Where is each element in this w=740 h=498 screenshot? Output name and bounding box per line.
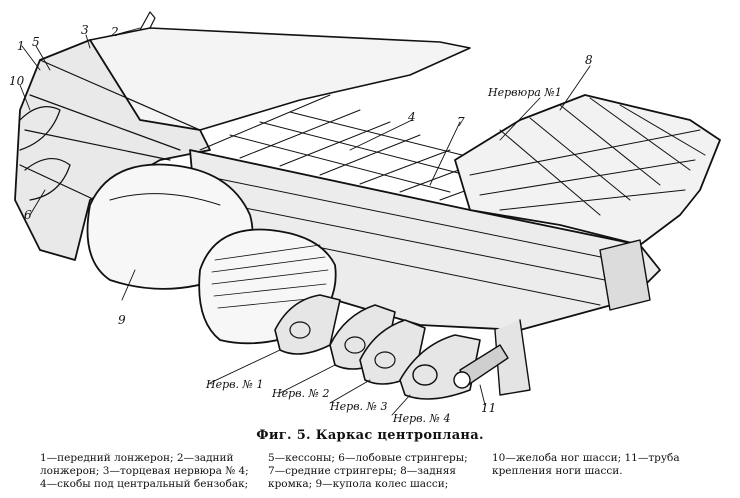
label-rib-no1-top: Нервюра №1 bbox=[487, 86, 562, 99]
legend-line: кромка; 9—купола колес шасси; bbox=[268, 478, 449, 490]
callout-10: 10 bbox=[9, 74, 25, 88]
callout-4: 4 bbox=[407, 110, 416, 124]
label-rib-3: Нерв. № 3 bbox=[329, 400, 387, 413]
legend-line: 5—кессоны; 6—лобовые стрингеры; bbox=[268, 452, 468, 464]
label-rib-1: Нерв. № 1 bbox=[205, 378, 263, 391]
callout-6: 6 bbox=[24, 208, 32, 222]
callout-2: 2 bbox=[110, 25, 119, 39]
callout-7: 7 bbox=[457, 115, 465, 129]
legend-line: 10—желоба ног шасси; 11—труба bbox=[492, 452, 680, 464]
legend-line: 1—передний лонжерон; 2—задний bbox=[40, 452, 234, 464]
callout-9: 9 bbox=[118, 313, 126, 327]
callout-3: 3 bbox=[81, 23, 89, 37]
legend-column-1: 1—передний лонжерон; 2—задний лонжерон; … bbox=[40, 452, 249, 491]
callout-8: 8 bbox=[585, 53, 593, 67]
label-rib-2: Нерв. № 2 bbox=[271, 387, 329, 400]
callout-1: 1 bbox=[17, 39, 25, 53]
figure-caption: Фиг. 5. Каркас центроплана. bbox=[256, 428, 484, 443]
legend-line: 7—средние стрингеры; 8—задняя bbox=[268, 465, 456, 477]
left-end-structure bbox=[14, 39, 211, 261]
wing-center-section-drawing: 1 5 3 2 10 6 9 4 7 8 11 Нервюра №1 Нерв.… bbox=[9, 11, 721, 425]
callout-5: 5 bbox=[32, 35, 40, 49]
legend-line: крепления ноги шасси. bbox=[492, 465, 623, 477]
label-rib-4: Нерв. № 4 bbox=[392, 412, 450, 425]
legend-column-2: 5—кессоны; 6—лобовые стрингеры; 7—средни… bbox=[268, 452, 468, 491]
legend-line: 4—скобы под центральный бензобак; bbox=[40, 478, 249, 490]
callout-11: 11 bbox=[481, 401, 496, 415]
legend-column-3: 10—желоба ног шасси; 11—труба крепления … bbox=[492, 452, 680, 478]
legend-line: лонжерон; 3—торцевая нервюра № 4; bbox=[40, 465, 249, 477]
